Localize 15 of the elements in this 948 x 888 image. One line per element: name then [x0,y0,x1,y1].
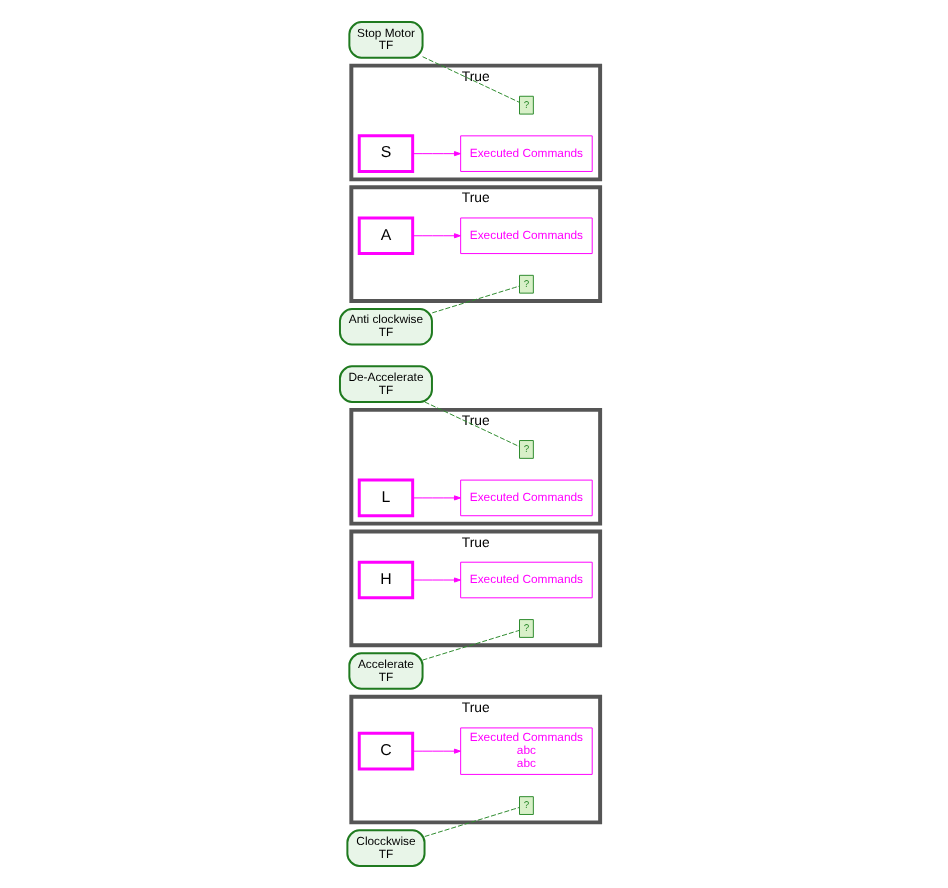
connector [431,285,520,314]
arrow [412,748,461,754]
arrow [412,495,461,501]
arrow [412,577,461,583]
arrow [412,151,461,157]
node-box: H [357,560,415,600]
node-box: L [357,478,415,518]
connector [422,56,520,103]
connector [422,629,520,661]
connector [424,401,520,447]
node-box: S [357,134,415,173]
node-box: C [357,731,415,771]
connector [424,807,520,837]
arrow [412,233,461,239]
node-box: A [357,216,415,256]
